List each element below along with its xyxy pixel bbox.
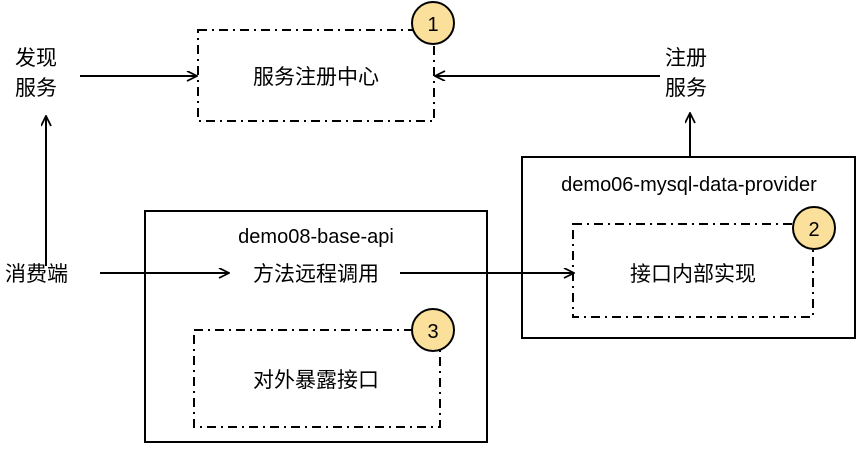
remote-call-label: 方法远程调用 — [253, 263, 379, 286]
service-registry-label: 服务注册中心 — [253, 66, 379, 89]
interface-impl-label: 接口内部实现 — [630, 263, 756, 286]
badge-2-circle — [792, 206, 836, 250]
mysql-provider-box — [521, 156, 856, 339]
discover-service-label-line2: 服务 — [15, 77, 57, 100]
badge-1-circle — [411, 1, 455, 45]
badge-1-label: 1 — [427, 14, 438, 36]
register-service-label-line2: 服务 — [665, 77, 707, 100]
badge-1[interactable]: 1 — [411, 1, 455, 45]
interface-impl-box — [572, 223, 814, 318]
mysql-provider-title: demo06-mysql-data-provider — [561, 174, 817, 196]
badge-3-circle — [411, 308, 455, 352]
base-api-title: demo08-base-api — [238, 226, 394, 248]
expose-interface-label: 对外暴露接口 — [253, 369, 379, 392]
discover-service-label-line1: 发现 — [15, 47, 57, 70]
badge-3[interactable]: 3 — [411, 308, 455, 352]
expose-interface-box — [193, 329, 441, 428]
badge-3-label: 3 — [427, 321, 438, 343]
badge-2-label: 2 — [808, 219, 819, 241]
base-api-box — [144, 210, 488, 443]
consumer-label: 消费端 — [5, 263, 68, 286]
badge-2[interactable]: 2 — [792, 206, 836, 250]
register-service-label-line1: 注册 — [665, 47, 707, 70]
